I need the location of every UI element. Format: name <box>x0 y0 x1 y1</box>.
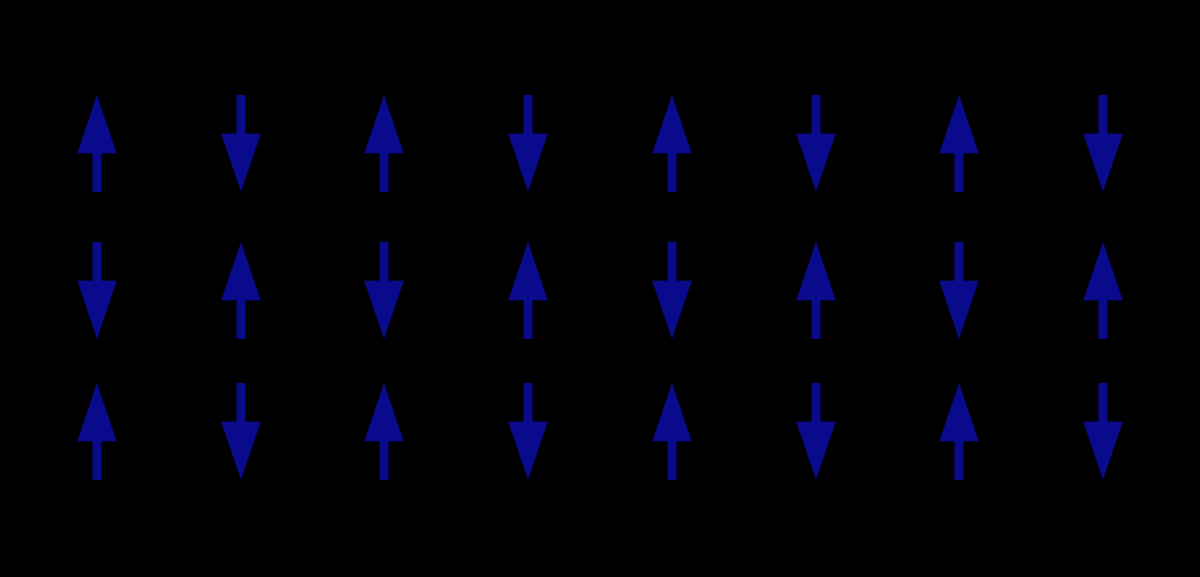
spin-up-arrow-icon <box>77 383 117 480</box>
spin-down-arrow-icon <box>508 383 548 480</box>
spin-down-arrow-icon <box>796 383 836 480</box>
spin-row <box>77 242 1123 340</box>
spin-up-arrow-icon <box>1083 242 1123 339</box>
spin-down-arrow-icon <box>508 95 548 192</box>
spin-up-arrow-icon <box>364 383 404 480</box>
spin-down-arrow-icon <box>77 242 117 339</box>
spin-up-arrow-icon <box>939 95 979 192</box>
spin-row <box>77 95 1123 193</box>
spin-up-arrow-icon <box>939 383 979 480</box>
spin-down-arrow-icon <box>1083 95 1123 192</box>
spin-down-arrow-icon <box>939 242 979 339</box>
spin-down-arrow-icon <box>796 95 836 192</box>
spin-up-arrow-icon <box>221 242 261 339</box>
spin-up-arrow-icon <box>652 95 692 192</box>
spin-up-arrow-icon <box>364 95 404 192</box>
spin-up-arrow-icon <box>796 242 836 339</box>
spin-down-arrow-icon <box>221 95 261 192</box>
spin-down-arrow-icon <box>652 242 692 339</box>
spin-up-arrow-icon <box>77 95 117 192</box>
spin-down-arrow-icon <box>364 242 404 339</box>
spin-up-arrow-icon <box>652 383 692 480</box>
spin-down-arrow-icon <box>221 383 261 480</box>
spin-row <box>77 383 1123 481</box>
spin-down-arrow-icon <box>1083 383 1123 480</box>
spin-up-arrow-icon <box>508 242 548 339</box>
